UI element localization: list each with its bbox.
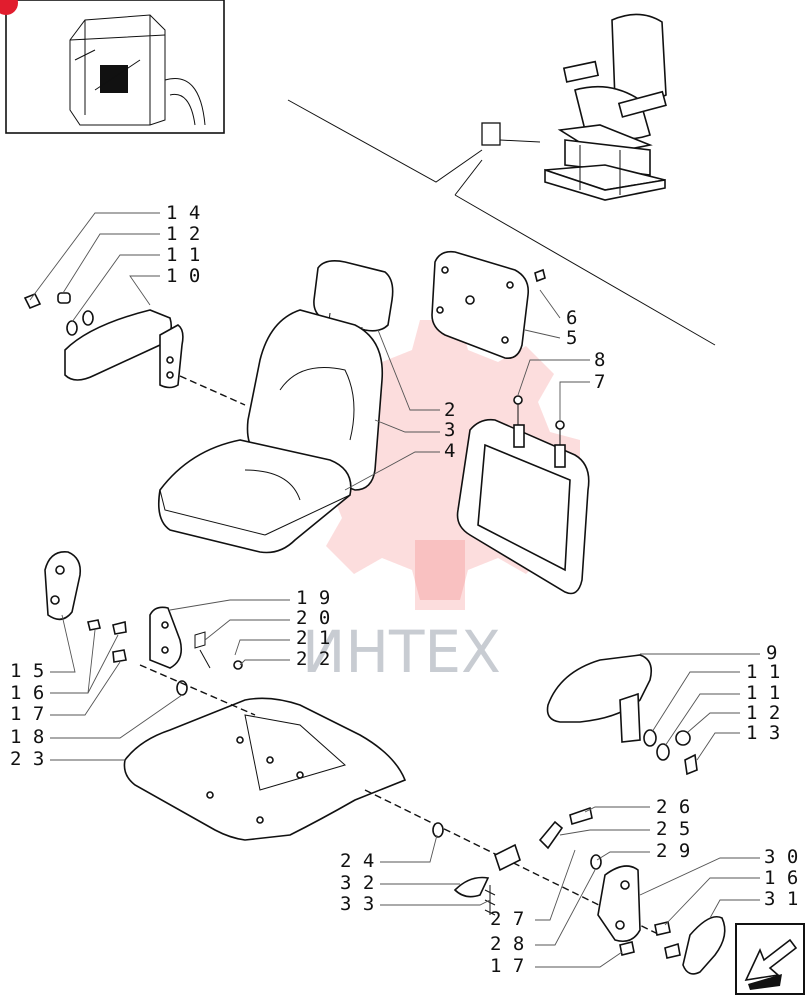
label-10: 1 0 [166, 265, 200, 287]
watermark-text: ИНТЕХ [302, 618, 501, 686]
reference-box [481, 122, 501, 146]
label-17-lower: 1 7 [490, 955, 524, 977]
label-12: 1 2 [166, 223, 200, 245]
label-32: 3 2 [340, 872, 374, 894]
label-23: 2 3 [10, 748, 44, 770]
reference-lines [287, 99, 716, 346]
label-6: 6 [566, 307, 577, 329]
panel-screw [534, 268, 546, 283]
label-7: 7 [594, 371, 605, 393]
tractor-cab-thumbnail-icon[interactable] [5, 0, 225, 134]
label-5: 5 [566, 327, 577, 349]
backrest-panel [431, 250, 530, 360]
red-corner-badge-icon [0, 0, 18, 15]
right-armrest [546, 654, 698, 776]
label-8: 8 [594, 349, 605, 371]
label-33: 3 3 [340, 893, 374, 915]
label-20: 2 0 [296, 607, 330, 629]
seat-pan [123, 697, 407, 841]
previous-page-arrow-icon[interactable] [735, 923, 805, 995]
label-25: 2 5 [656, 818, 690, 840]
backrest-frame [456, 395, 590, 595]
label-17: 1 7 [10, 703, 44, 725]
label-11: 1 1 [166, 244, 200, 266]
label-9: 9 [766, 642, 777, 664]
label-22: 2 2 [296, 648, 330, 670]
label-12-right: 1 2 [746, 702, 780, 724]
label-2: 2 [444, 399, 455, 421]
label-30: 3 0 [764, 846, 798, 868]
left-armrest-fasteners [23, 292, 94, 336]
label-16: 1 6 [10, 682, 44, 704]
label-3: 3 [444, 419, 455, 441]
label-16-right: 1 6 [764, 867, 798, 889]
complete-seat-assembly [544, 13, 667, 201]
left-bracket-axis [139, 664, 256, 716]
label-29: 2 9 [656, 840, 690, 862]
label-11-right-b: 1 1 [746, 682, 780, 704]
label-28: 2 8 [490, 933, 524, 955]
label-26: 2 6 [656, 796, 690, 818]
label-19: 1 9 [296, 587, 330, 609]
label-24: 2 4 [340, 850, 374, 872]
label-18: 1 8 [10, 726, 44, 748]
label-15: 1 5 [10, 660, 44, 682]
part-labels: 1 4 1 2 1 1 1 0 6 5 8 7 2 3 4 1 9 2 0 2 … [10, 202, 798, 977]
leader-lines [29, 212, 760, 968]
label-27: 2 7 [490, 908, 524, 930]
label-4: 4 [444, 440, 455, 462]
left-bracket-assembly [44, 551, 243, 696]
left-armrest-axis [179, 375, 246, 406]
label-21: 2 1 [296, 627, 330, 649]
slide-rail-assembly [364, 789, 726, 975]
seat-cushion [157, 439, 352, 554]
label-11-right-a: 1 1 [746, 661, 780, 683]
left-armrest [64, 309, 184, 389]
label-31: 3 1 [764, 888, 798, 910]
label-13: 1 3 [746, 722, 780, 744]
label-14: 1 4 [166, 202, 200, 224]
